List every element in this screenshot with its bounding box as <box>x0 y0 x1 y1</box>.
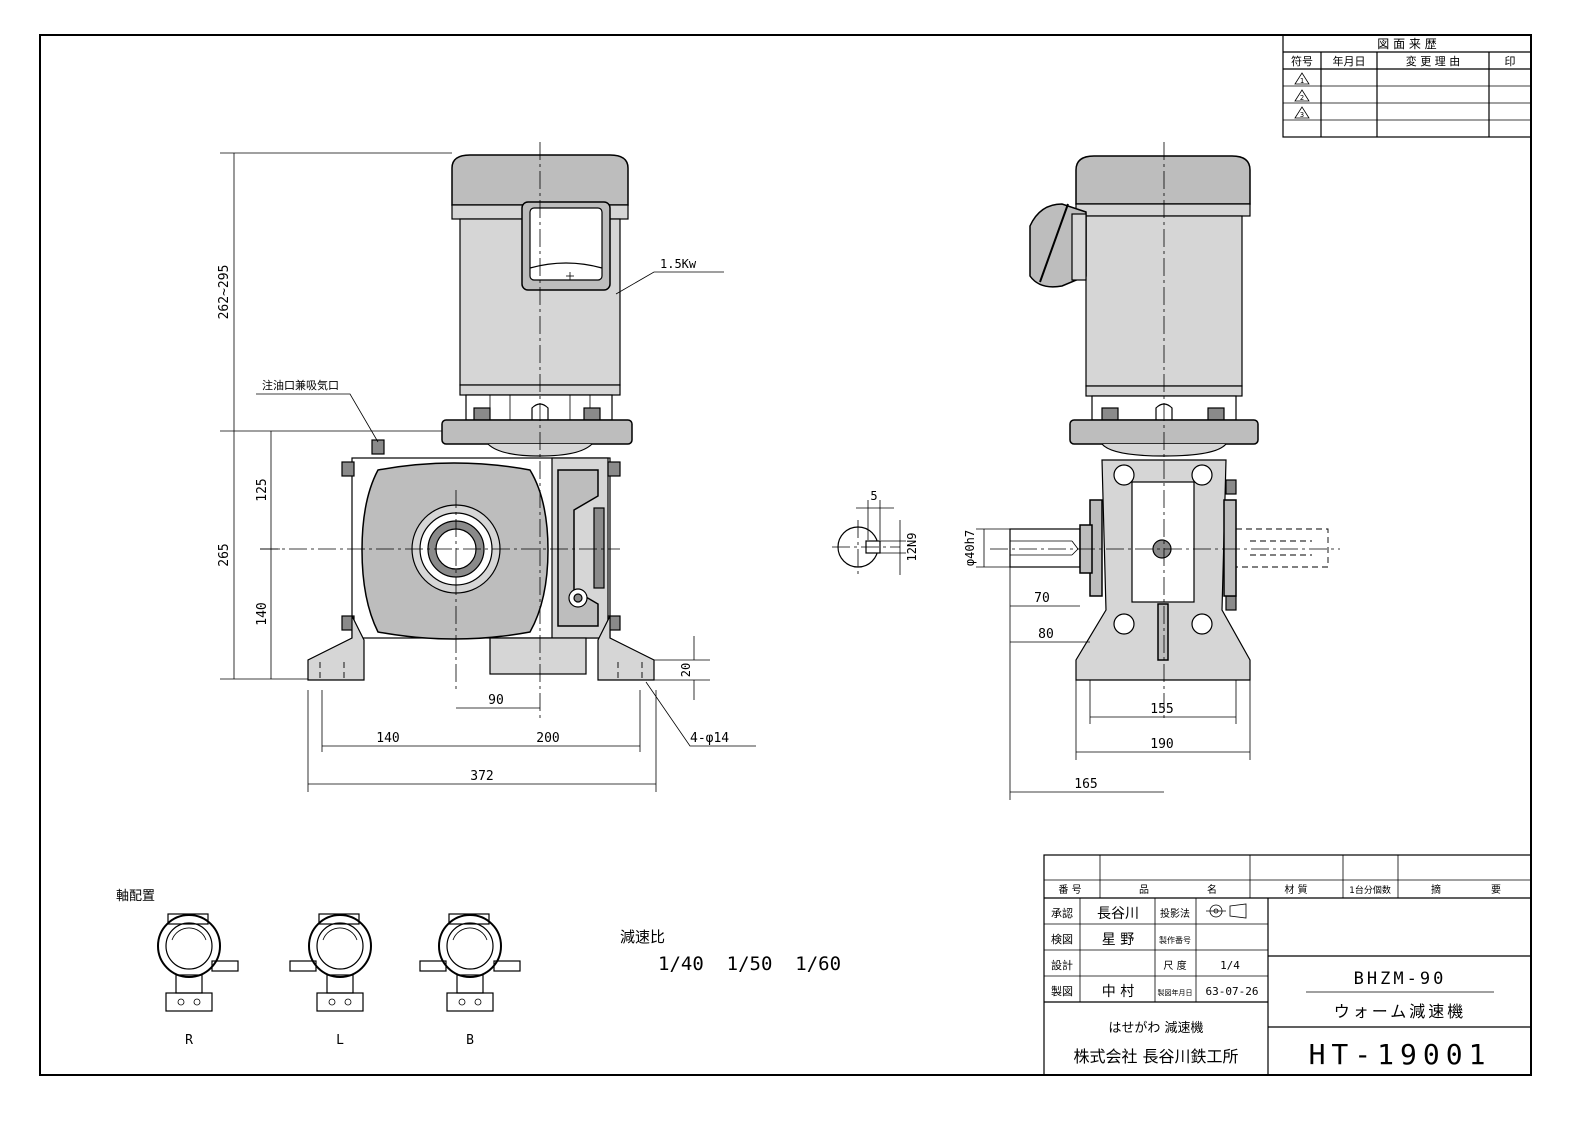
svg-text:3: 3 <box>1300 111 1304 119</box>
motor-power-label: 1.5Kw <box>660 257 697 271</box>
dim-165: 165 <box>1074 777 1097 792</box>
dim-125: 125 <box>255 478 270 501</box>
col-remarks-2: 要 <box>1491 884 1501 896</box>
dim-155: 155 <box>1150 702 1173 717</box>
bolt-icon <box>1101 407 1119 421</box>
role-approve: 承認 <box>1051 906 1073 920</box>
shaft-arrangement: 軸配置 R L <box>116 889 521 1048</box>
title-block: 番 号 品 名 材 質 1台分個数 摘 要 承認 長谷川 投影法 検図 星 野 … <box>1043 854 1532 1076</box>
dim-20: 20 <box>679 663 693 677</box>
field-draft-date: 製図年月日 <box>1158 988 1193 997</box>
revision-triangle-icon: 1 <box>1294 72 1310 85</box>
dim-80: 80 <box>1038 627 1054 642</box>
front-base-foot-right <box>597 615 655 681</box>
key-width-dim: 5 <box>870 489 877 503</box>
dim-265: 265 <box>217 543 232 566</box>
side-motor-fan-cover <box>1075 155 1251 205</box>
dim-shaft-dia: φ40h7 <box>963 530 977 566</box>
field-projection: 投影法 <box>1160 907 1190 920</box>
draft-date-value: 63-07-26 <box>1206 985 1259 998</box>
bolt-icon <box>473 407 491 421</box>
shaft-arrangement-title: 軸配置 <box>116 889 155 904</box>
revision-header-date: 年月日 <box>1333 54 1366 68</box>
svg-text:R: R <box>185 1033 193 1048</box>
front-view: 262~295 265 125 140 20 90 140 200 372 4-… <box>217 142 756 792</box>
ratio-values: 1/40 1/50 1/60 <box>658 953 841 975</box>
shaft-arrangement-l-icon: L <box>289 913 372 1048</box>
oil-plug-icon <box>371 439 385 455</box>
role-design: 設計 <box>1051 958 1073 972</box>
field-job-number: 製作番号 <box>1159 935 1191 945</box>
side-view: φ40h7 70 80 155 190 165 <box>963 142 1340 800</box>
col-material: 材 質 <box>1284 883 1307 896</box>
revision-table-title: 図 面 来 歴 <box>1377 37 1436 51</box>
terminal-box-icon <box>521 201 611 291</box>
col-name: 名 <box>1207 883 1217 896</box>
revision-header-seal: 印 <box>1505 55 1516 68</box>
bolt-icon <box>341 461 355 477</box>
svg-text:1: 1 <box>1300 77 1304 85</box>
front-base-foot-left <box>307 615 365 681</box>
col-item: 品 <box>1139 884 1149 896</box>
bolt-icon <box>583 407 601 421</box>
bolt-icon <box>607 461 621 477</box>
revision-triangle-icon: 2 <box>1294 89 1310 102</box>
front-flange <box>441 419 633 445</box>
role-check: 検図 <box>1051 932 1073 946</box>
ratio-label: 減速比 <box>620 928 665 946</box>
col-remarks-1: 摘 <box>1431 883 1441 896</box>
key-fit-dim: 12N9 <box>905 533 919 562</box>
dim-140-horiz: 140 <box>376 731 399 746</box>
dim-372: 372 <box>470 769 493 784</box>
dim-70: 70 <box>1034 591 1050 606</box>
dim-200: 200 <box>536 731 559 746</box>
col-number: 番 号 <box>1058 884 1081 896</box>
revision-triangle-icon: 3 <box>1294 106 1310 119</box>
bolt-icon <box>1207 407 1225 421</box>
svg-text:2: 2 <box>1300 94 1304 102</box>
shaft-arrangement-r-icon: R <box>157 913 239 1048</box>
scale-value: 1/4 <box>1220 959 1240 972</box>
dim-140-vert: 140 <box>255 602 270 625</box>
name-draft: 中 村 <box>1102 984 1134 1000</box>
dim-90: 90 <box>488 693 504 708</box>
company-line-1: はせがわ 減速機 <box>1108 1020 1203 1036</box>
revision-table: 図 面 来 歴 符号 年月日 変 更 理 由 印 1 2 3 <box>1282 34 1532 138</box>
revision-header-reason: 変 更 理 由 <box>1406 54 1461 68</box>
col-quantity: 1台分個数 <box>1349 884 1391 896</box>
name-approve: 長谷川 <box>1097 906 1139 922</box>
product-name: ウォーム減速機 <box>1334 1002 1467 1021</box>
oil-port-label: 注油口兼吸気口 <box>262 378 339 392</box>
side-output-shaft <box>1009 528 1081 568</box>
model-number: BHZM-90 <box>1354 969 1447 989</box>
name-check: 星 野 <box>1102 932 1134 948</box>
dim-holes: 4-φ14 <box>690 731 729 746</box>
svg-text:B: B <box>466 1033 474 1048</box>
bolt-icon <box>1225 479 1237 495</box>
revision-header-symbol: 符号 <box>1291 55 1313 68</box>
projection-symbol-icon <box>1206 903 1247 919</box>
role-draft: 製図 <box>1051 984 1073 998</box>
sheet-border <box>39 34 1532 1076</box>
shaft-arrangement-b-icon: B <box>419 913 521 1048</box>
bolt-icon <box>1225 595 1237 611</box>
key-detail: 5 12N9 <box>832 489 919 575</box>
dim-motor-height: 262~295 <box>217 265 232 320</box>
drawing-number: HT-19001 <box>1309 1038 1492 1071</box>
company-line-2: 株式会社 長谷川鉄工所 <box>1073 1047 1238 1066</box>
dim-190: 190 <box>1150 737 1173 752</box>
svg-text:L: L <box>336 1033 344 1048</box>
field-scale: 尺 度 <box>1163 959 1186 972</box>
